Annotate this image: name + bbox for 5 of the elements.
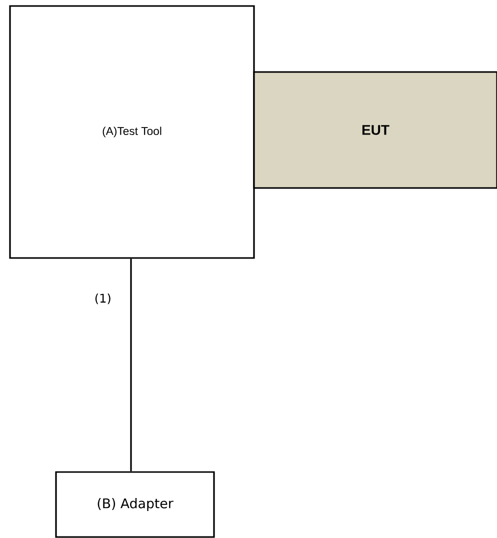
edge-label: (1) [95, 293, 110, 304]
process-box: (A)Test Tool [9, 5, 255, 259]
device-box: EUT [253, 71, 497, 189]
connector-line [130, 258, 132, 472]
process-box: (B) Adapter [55, 471, 215, 538]
